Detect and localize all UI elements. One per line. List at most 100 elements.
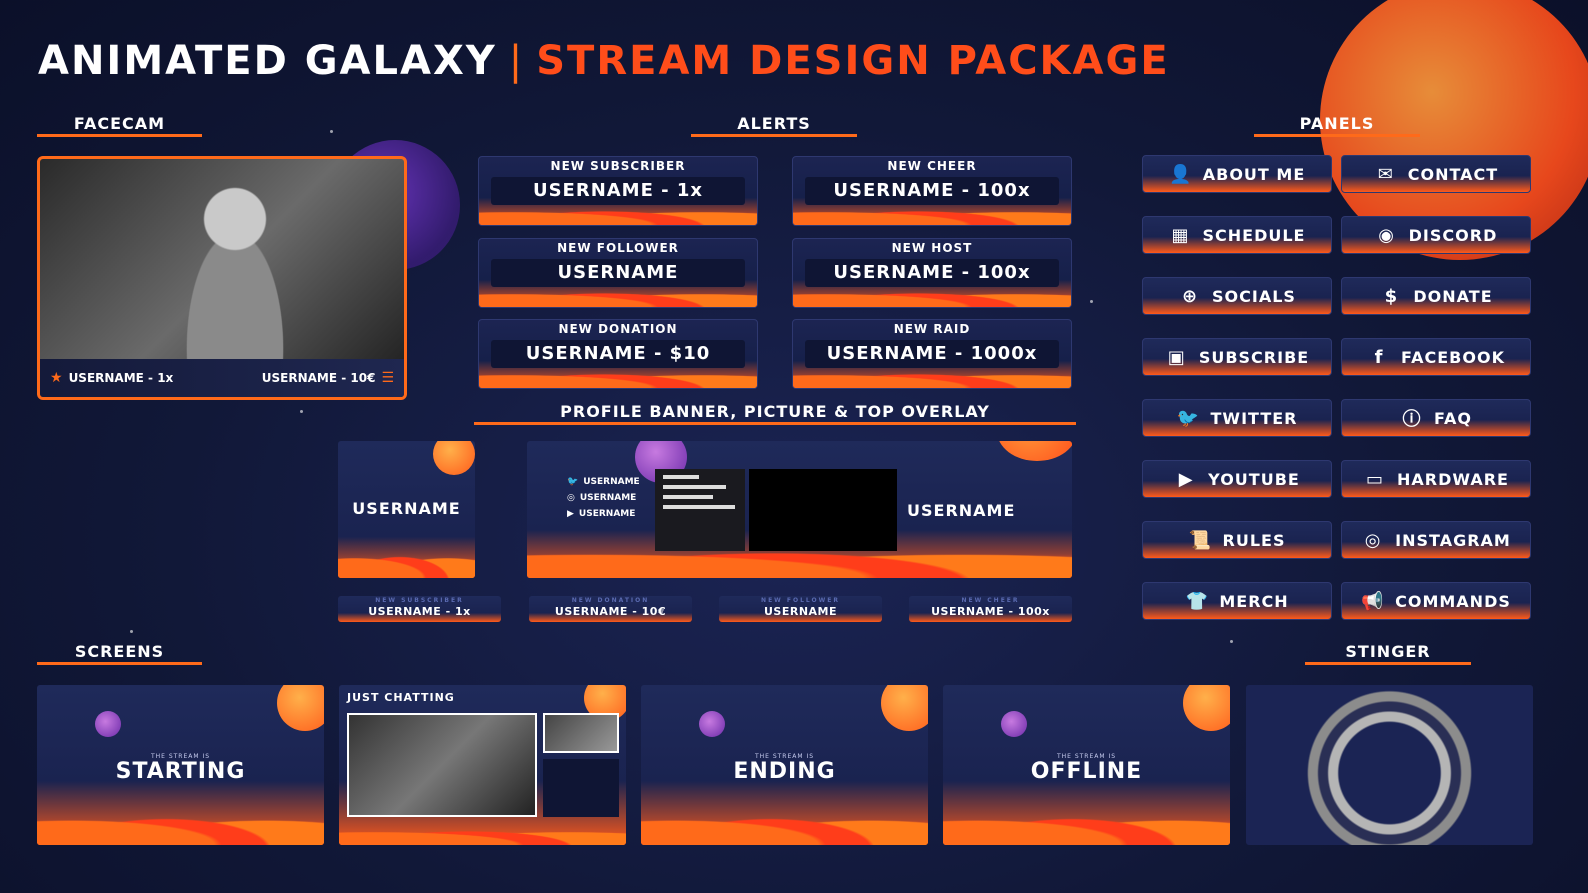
mini-alert-donation: NEW DONATION USERNAME - 10€ bbox=[529, 596, 692, 622]
gameplay-frame bbox=[347, 713, 537, 817]
alert-value: USERNAME bbox=[491, 259, 745, 287]
wave-decoration bbox=[793, 366, 1071, 388]
coins-icon: ☰ bbox=[381, 370, 394, 386]
orange-planet-icon bbox=[997, 441, 1072, 461]
stinger-transition-preview bbox=[1246, 685, 1533, 845]
mini-alert-label: NEW SUBSCRIBER bbox=[375, 597, 464, 604]
banner-social-youtube: ▶USERNAME bbox=[567, 509, 640, 519]
screen-title: OFFLINE bbox=[1030, 759, 1143, 784]
panel-schedule: ▦SCHEDULE bbox=[1142, 216, 1332, 254]
social-name: USERNAME bbox=[583, 477, 640, 487]
twitter-icon: 🐦 bbox=[1176, 407, 1201, 429]
twitch-icon: ▣ bbox=[1167, 346, 1186, 368]
panel-contact: ✉CONTACT bbox=[1341, 155, 1531, 193]
profile-picture-name: USERNAME bbox=[352, 499, 461, 518]
twitter-icon: 🐦 bbox=[567, 477, 579, 487]
panel-instagram: ◎ INSTAGRAM bbox=[1341, 521, 1531, 559]
profile-banner: 🐦USERNAME ◎USERNAME ▶USERNAME USERNAME bbox=[527, 441, 1072, 578]
alert-value: USERNAME - $10 bbox=[491, 340, 745, 368]
star-dot bbox=[1090, 300, 1093, 303]
star-dot bbox=[130, 630, 133, 633]
alert-value: USERNAME - 1000x bbox=[805, 340, 1059, 368]
wave-decoration bbox=[479, 285, 757, 307]
alert-new-raid: NEW RAID USERNAME - 1000x bbox=[792, 319, 1072, 389]
alert-new-host: NEW HOST USERNAME - 100x bbox=[792, 238, 1072, 308]
envelope-icon: ✉ bbox=[1377, 163, 1394, 185]
scroll-icon: 📜 bbox=[1188, 529, 1213, 551]
monitor-icon: ▭ bbox=[1366, 468, 1385, 490]
panel-label: INSTAGRAM bbox=[1395, 530, 1511, 550]
orange-planet-icon bbox=[881, 685, 928, 731]
user-icon: 👤 bbox=[1169, 163, 1193, 185]
calendar-icon: ▦ bbox=[1171, 224, 1190, 246]
title-separator: | bbox=[508, 38, 525, 84]
panel-label: MERCH bbox=[1219, 591, 1289, 611]
info-icon: ⓘ bbox=[1402, 409, 1422, 430]
panel-socials: ⊕SOCIALS bbox=[1142, 277, 1332, 315]
wave-decoration bbox=[943, 803, 1230, 845]
title-accent: STREAM DESIGN PACKAGE bbox=[536, 38, 1170, 84]
alert-label: NEW HOST bbox=[891, 241, 973, 255]
screen-subtitle: THE STREAM IS bbox=[754, 753, 815, 760]
social-name: USERNAME bbox=[579, 493, 637, 503]
panel-rules: 📜RULES bbox=[1142, 521, 1332, 559]
megaphone-icon: 📢 bbox=[1361, 590, 1385, 612]
streamer-photo bbox=[160, 169, 310, 369]
mini-alert-label: NEW DONATION bbox=[571, 597, 650, 604]
alert-label: NEW DONATION bbox=[558, 322, 678, 336]
panel-label: HARDWARE bbox=[1397, 469, 1509, 489]
facecam-left-text: USERNAME - 1x bbox=[68, 371, 174, 385]
social-name: USERNAME bbox=[578, 509, 636, 519]
orange-planet-icon bbox=[277, 685, 324, 731]
instagram-icon: ◎ bbox=[567, 493, 575, 503]
mini-alert-follower: NEW FOLLOWER USERNAME bbox=[719, 596, 882, 622]
panel-discord: ◉DISCORD bbox=[1341, 216, 1531, 254]
discord-icon: ◉ bbox=[1378, 224, 1395, 246]
panel-donate: $DONATE bbox=[1341, 277, 1531, 315]
section-title-screens: SCREENS bbox=[37, 642, 202, 665]
panel-label: ABOUT ME bbox=[1202, 164, 1306, 184]
webcam-frame bbox=[543, 713, 619, 753]
wave-decoration bbox=[37, 803, 324, 845]
section-title-alerts: ALERTS bbox=[691, 114, 857, 137]
screen-title: STARTING bbox=[115, 759, 246, 784]
panel-label: TWITTER bbox=[1210, 408, 1298, 428]
alert-new-subscriber: NEW SUBSCRIBER USERNAME - 1x bbox=[478, 156, 758, 226]
orange-planet-icon bbox=[1183, 685, 1230, 731]
screen-title: JUST CHATTING bbox=[347, 691, 455, 704]
mini-alert-value: USERNAME - 100x bbox=[931, 605, 1050, 618]
youtube-icon: ▶ bbox=[1178, 468, 1194, 490]
panel-label: COMMANDS bbox=[1395, 591, 1511, 611]
wave-decoration bbox=[793, 203, 1071, 225]
alert-label: NEW FOLLOWER bbox=[557, 241, 679, 255]
facecam-info-bar: ★USERNAME - 1x USERNAME - 10€☰ bbox=[40, 359, 404, 397]
panel-hardware: ▭ HARDWARE bbox=[1341, 460, 1531, 498]
instagram-icon: ◎ bbox=[1364, 529, 1382, 551]
alert-value: USERNAME - 100x bbox=[805, 259, 1059, 287]
panel-label: SOCIALS bbox=[1212, 286, 1296, 306]
mini-alert-subscriber: NEW SUBSCRIBER USERNAME - 1x bbox=[338, 596, 501, 622]
alert-value: USERNAME - 1x bbox=[491, 177, 745, 205]
panel-twitter: 🐦 TWITTER bbox=[1142, 399, 1332, 437]
star-icon: ★ bbox=[50, 370, 63, 386]
wave-decoration bbox=[641, 803, 928, 845]
panel-about-me: 👤 ABOUT ME bbox=[1142, 155, 1332, 193]
panel-label: FAQ bbox=[1433, 408, 1473, 428]
profile-picture: USERNAME bbox=[338, 441, 475, 578]
wave-decoration bbox=[338, 544, 475, 578]
section-title-profile: PROFILE BANNER, PICTURE & TOP OVERLAY bbox=[474, 402, 1076, 425]
panel-merch: 👕MERCH bbox=[1142, 582, 1332, 620]
screen-title: ENDING bbox=[733, 759, 836, 784]
panel-commands: 📢 COMMANDS bbox=[1341, 582, 1531, 620]
dollar-icon: $ bbox=[1384, 285, 1399, 307]
alert-new-donation: NEW DONATION USERNAME - $10 bbox=[478, 319, 758, 389]
screen-ending: THE STREAM IS ENDING bbox=[641, 685, 928, 845]
star-dot bbox=[300, 410, 303, 413]
title-main: ANIMATED GALAXY bbox=[38, 38, 497, 84]
mini-alert-value: USERNAME - 10€ bbox=[554, 605, 667, 618]
section-title-panels: PANELS bbox=[1254, 114, 1420, 137]
page-title: ANIMATED GALAXY|STREAM DESIGN PACKAGE bbox=[38, 38, 1170, 84]
wave-decoration bbox=[479, 366, 757, 388]
purple-planet-icon bbox=[1001, 711, 1027, 737]
alert-new-follower: NEW FOLLOWER USERNAME bbox=[478, 238, 758, 308]
